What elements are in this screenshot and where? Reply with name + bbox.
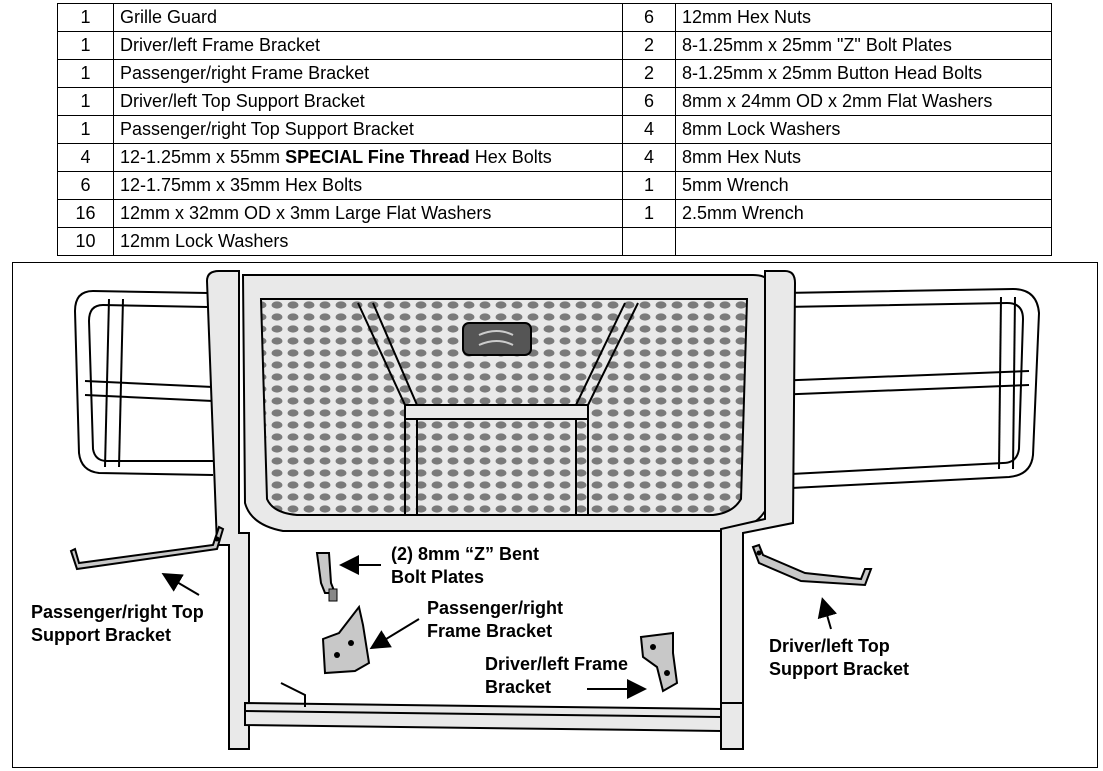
parts-diagram: (2) 8mm “Z” Bent Bolt Plates Passenger/r…: [12, 262, 1098, 768]
label-line: Bolt Plates: [391, 567, 485, 587]
label-driver-frame-bracket: Driver/left Frame Bracket: [485, 653, 628, 699]
table-row: 1 Driver/left Frame Bracket 2 8-1.25mm x…: [57, 31, 1052, 60]
label-passenger-top-support: Passenger/right Top Support Bracket: [31, 601, 204, 647]
qty-cell: 1: [57, 59, 114, 88]
grille-guard-illustration: [69, 270, 1041, 750]
qty-cell: 1: [57, 31, 114, 60]
label-line: Driver/left Top: [769, 636, 890, 656]
qty-cell: 1: [622, 171, 676, 200]
qty-cell: 6: [622, 87, 676, 116]
label-z-bent-bolt-plates: (2) 8mm “Z” Bent Bolt Plates: [391, 543, 539, 589]
label-line: Support Bracket: [769, 659, 910, 679]
description-cell: Driver/left Frame Bracket: [113, 31, 623, 60]
bracket-bolt-hole: [334, 652, 340, 658]
table-row: 4 12-1.25mm x 55mm SPECIAL Fine Thread H…: [57, 143, 1052, 172]
description-cell: Grille Guard: [113, 3, 623, 32]
arrow-passenger-frame: [369, 618, 420, 650]
arrow-driver-top: [817, 597, 838, 630]
qty-cell: 2: [622, 31, 676, 60]
qty-cell: [622, 227, 676, 256]
passenger-frame-bracket: [321, 604, 371, 675]
qty-cell: 6: [622, 3, 676, 32]
description-cell: 8mm x 24mm OD x 2mm Flat Washers: [675, 87, 1052, 116]
table-row: 1 Driver/left Top Support Bracket 6 8mm …: [57, 87, 1052, 116]
description-cell: 12-1.25mm x 55mm SPECIAL Fine Thread Hex…: [113, 143, 623, 172]
front-uprights: [205, 270, 797, 750]
parts-list-table: 1 Grille Guard 6 12mm Hex Nuts 1 Driver/…: [57, 3, 1052, 256]
bracket-bolt-hole: [664, 670, 670, 676]
qty-cell: 4: [57, 143, 114, 172]
table-row: 1 Passenger/right Top Support Bracket 4 …: [57, 115, 1052, 144]
driver-top-support-bracket: [751, 543, 873, 587]
description-cell: Passenger/right Top Support Bracket: [113, 115, 623, 144]
bracket-bolt-hole: [214, 536, 220, 542]
description-cell: 8mm Hex Nuts: [675, 143, 1052, 172]
center-grille-panel: [241, 274, 777, 532]
label-driver-top-support: Driver/left Top Support Bracket: [769, 635, 909, 681]
driver-frame-bracket: [639, 631, 679, 693]
arrow-passenger-top: [161, 572, 200, 596]
label-passenger-frame-bracket: Passenger/right Frame Bracket: [427, 597, 563, 643]
description-cell: [675, 227, 1052, 256]
label-line: Driver/left Frame: [485, 654, 629, 674]
qty-cell: 1: [57, 87, 114, 116]
label-line: (2) 8mm “Z” Bent: [391, 544, 540, 564]
description-cell: 8-1.25mm x 25mm Button Head Bolts: [675, 59, 1052, 88]
description-cell: 5mm Wrench: [675, 171, 1052, 200]
qty-cell: 10: [57, 227, 114, 256]
qty-cell: 1: [57, 115, 114, 144]
description-cell: Driver/left Top Support Bracket: [113, 87, 623, 116]
description-emphasis: SPECIAL Fine Thread: [285, 147, 470, 167]
bottom-crossbar: [244, 682, 744, 733]
table-row: 1 Passenger/right Frame Bracket 2 8-1.25…: [57, 59, 1052, 88]
qty-cell: 4: [622, 143, 676, 172]
left-side-hoop: [73, 289, 214, 476]
bracket-bolt-hole: [650, 644, 656, 650]
description-text: Hex Bolts: [469, 147, 552, 167]
qty-cell: 16: [57, 199, 114, 228]
description-cell: 12-1.75mm x 35mm Hex Bolts: [113, 171, 623, 200]
label-line: Passenger/right Top: [31, 602, 204, 622]
passenger-top-support-bracket: [69, 525, 225, 571]
qty-cell: 1: [57, 3, 114, 32]
qty-cell: 2: [622, 59, 676, 88]
description-cell: Passenger/right Frame Bracket: [113, 59, 623, 88]
qty-cell: 6: [57, 171, 114, 200]
table-row: 16 12mm x 32mm OD x 3mm Large Flat Washe…: [57, 199, 1052, 228]
bracket-bolt-hole: [348, 640, 354, 646]
label-line: Frame Bracket: [427, 621, 553, 641]
bracket-bolt-hole: [756, 550, 762, 556]
description-cell: 8-1.25mm x 25mm "Z" Bolt Plates: [675, 31, 1052, 60]
table-row: 10 12mm Lock Washers: [57, 227, 1052, 256]
qty-cell: 4: [622, 115, 676, 144]
description-text: 12-1.25mm x 55mm: [120, 147, 286, 167]
table-row: 1 Grille Guard 6 12mm Hex Nuts: [57, 3, 1052, 32]
description-cell: 12mm x 32mm OD x 3mm Large Flat Washers: [113, 199, 623, 228]
right-side-hoop: [732, 287, 1041, 492]
description-cell: 12mm Hex Nuts: [675, 3, 1052, 32]
qty-cell: 1: [622, 199, 676, 228]
description-cell: 8mm Lock Washers: [675, 115, 1052, 144]
description-cell: 2.5mm Wrench: [675, 199, 1052, 228]
label-line: Support Bracket: [31, 625, 172, 645]
table-row: 6 12-1.75mm x 35mm Hex Bolts 1 5mm Wrenc…: [57, 171, 1052, 200]
z-plate-bolt: [328, 588, 338, 602]
description-cell: 12mm Lock Washers: [113, 227, 623, 256]
label-line: Bracket: [485, 677, 552, 697]
z-bent-bolt-plate: [315, 552, 337, 594]
label-line: Passenger/right: [427, 598, 564, 618]
